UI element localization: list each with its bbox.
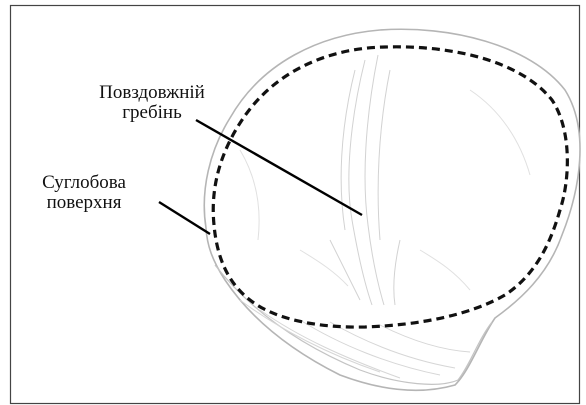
surface-leader-line [159, 202, 210, 234]
longitudinal-ridge-label: Повздовжній гребінь [67, 83, 237, 123]
ridge-label-line-1: Повздовжній [67, 83, 237, 103]
surface-label-line-2: поверхня [14, 193, 154, 213]
articular-surface-label: Суглобова поверхня [14, 173, 154, 213]
surface-label-line-1: Суглобова [14, 173, 154, 193]
bone-outline [204, 29, 580, 390]
ridge-label-line-2: гребінь [67, 103, 237, 123]
